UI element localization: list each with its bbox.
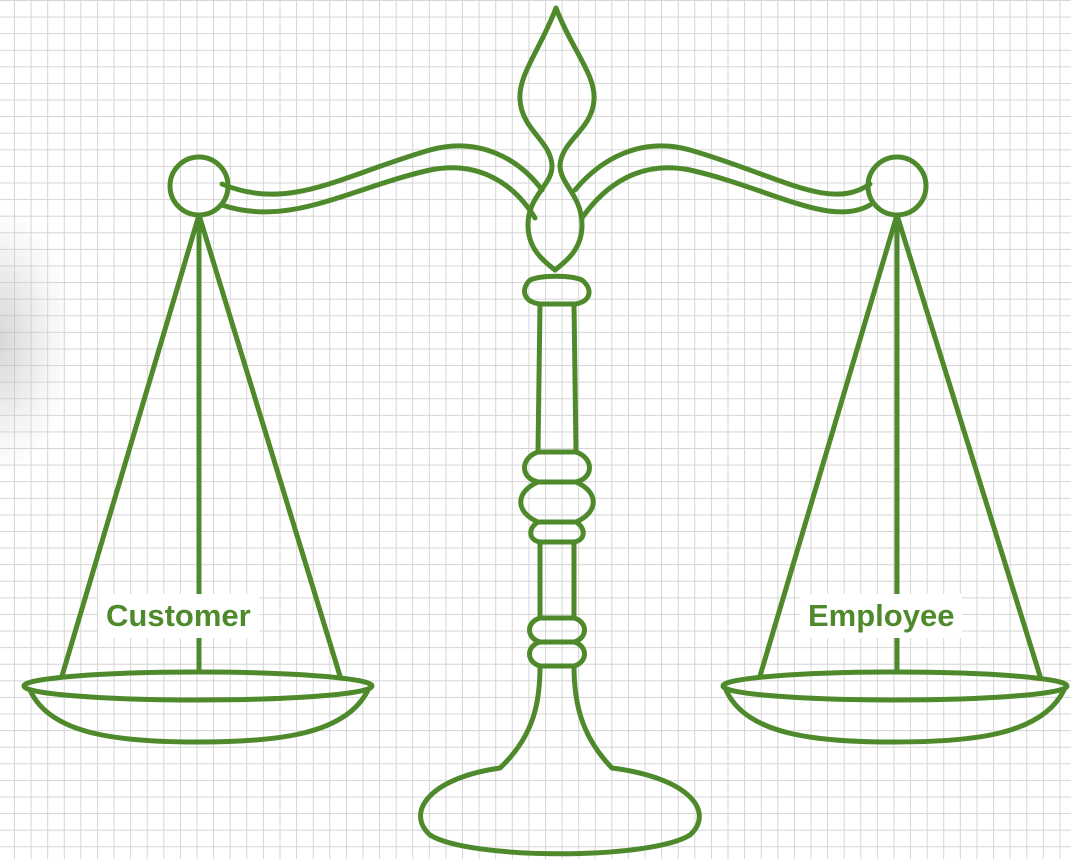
column-collar <box>522 273 592 307</box>
column-foot <box>571 663 615 771</box>
scale-finial <box>517 5 597 273</box>
column-ornament <box>522 449 592 485</box>
left-pan-bowl <box>27 687 371 745</box>
right-pan-rim <box>720 669 1070 703</box>
column-ring <box>527 615 587 645</box>
right-pivot-knob <box>865 154 929 218</box>
column-foot <box>497 663 543 771</box>
column-shaft <box>535 301 543 455</box>
column-ornament <box>518 479 596 525</box>
scale-beam <box>219 165 538 221</box>
scale-beam <box>219 143 545 197</box>
scale-base <box>418 765 702 857</box>
right-pan-bowl <box>723 687 1067 745</box>
column-ring <box>527 639 587 669</box>
column-ornament <box>528 519 586 545</box>
scale-beam <box>572 143 873 197</box>
left-chain <box>59 212 202 679</box>
left-pivot-knob <box>167 154 231 218</box>
customer-label: Customer <box>98 594 259 638</box>
scale-beam <box>579 165 873 221</box>
right-chain <box>894 212 1043 679</box>
right-chain <box>757 212 900 679</box>
left-pan-rim <box>21 669 375 703</box>
left-chain <box>196 212 343 679</box>
column-shaft <box>571 301 579 455</box>
employee-label: Employee <box>800 594 963 638</box>
